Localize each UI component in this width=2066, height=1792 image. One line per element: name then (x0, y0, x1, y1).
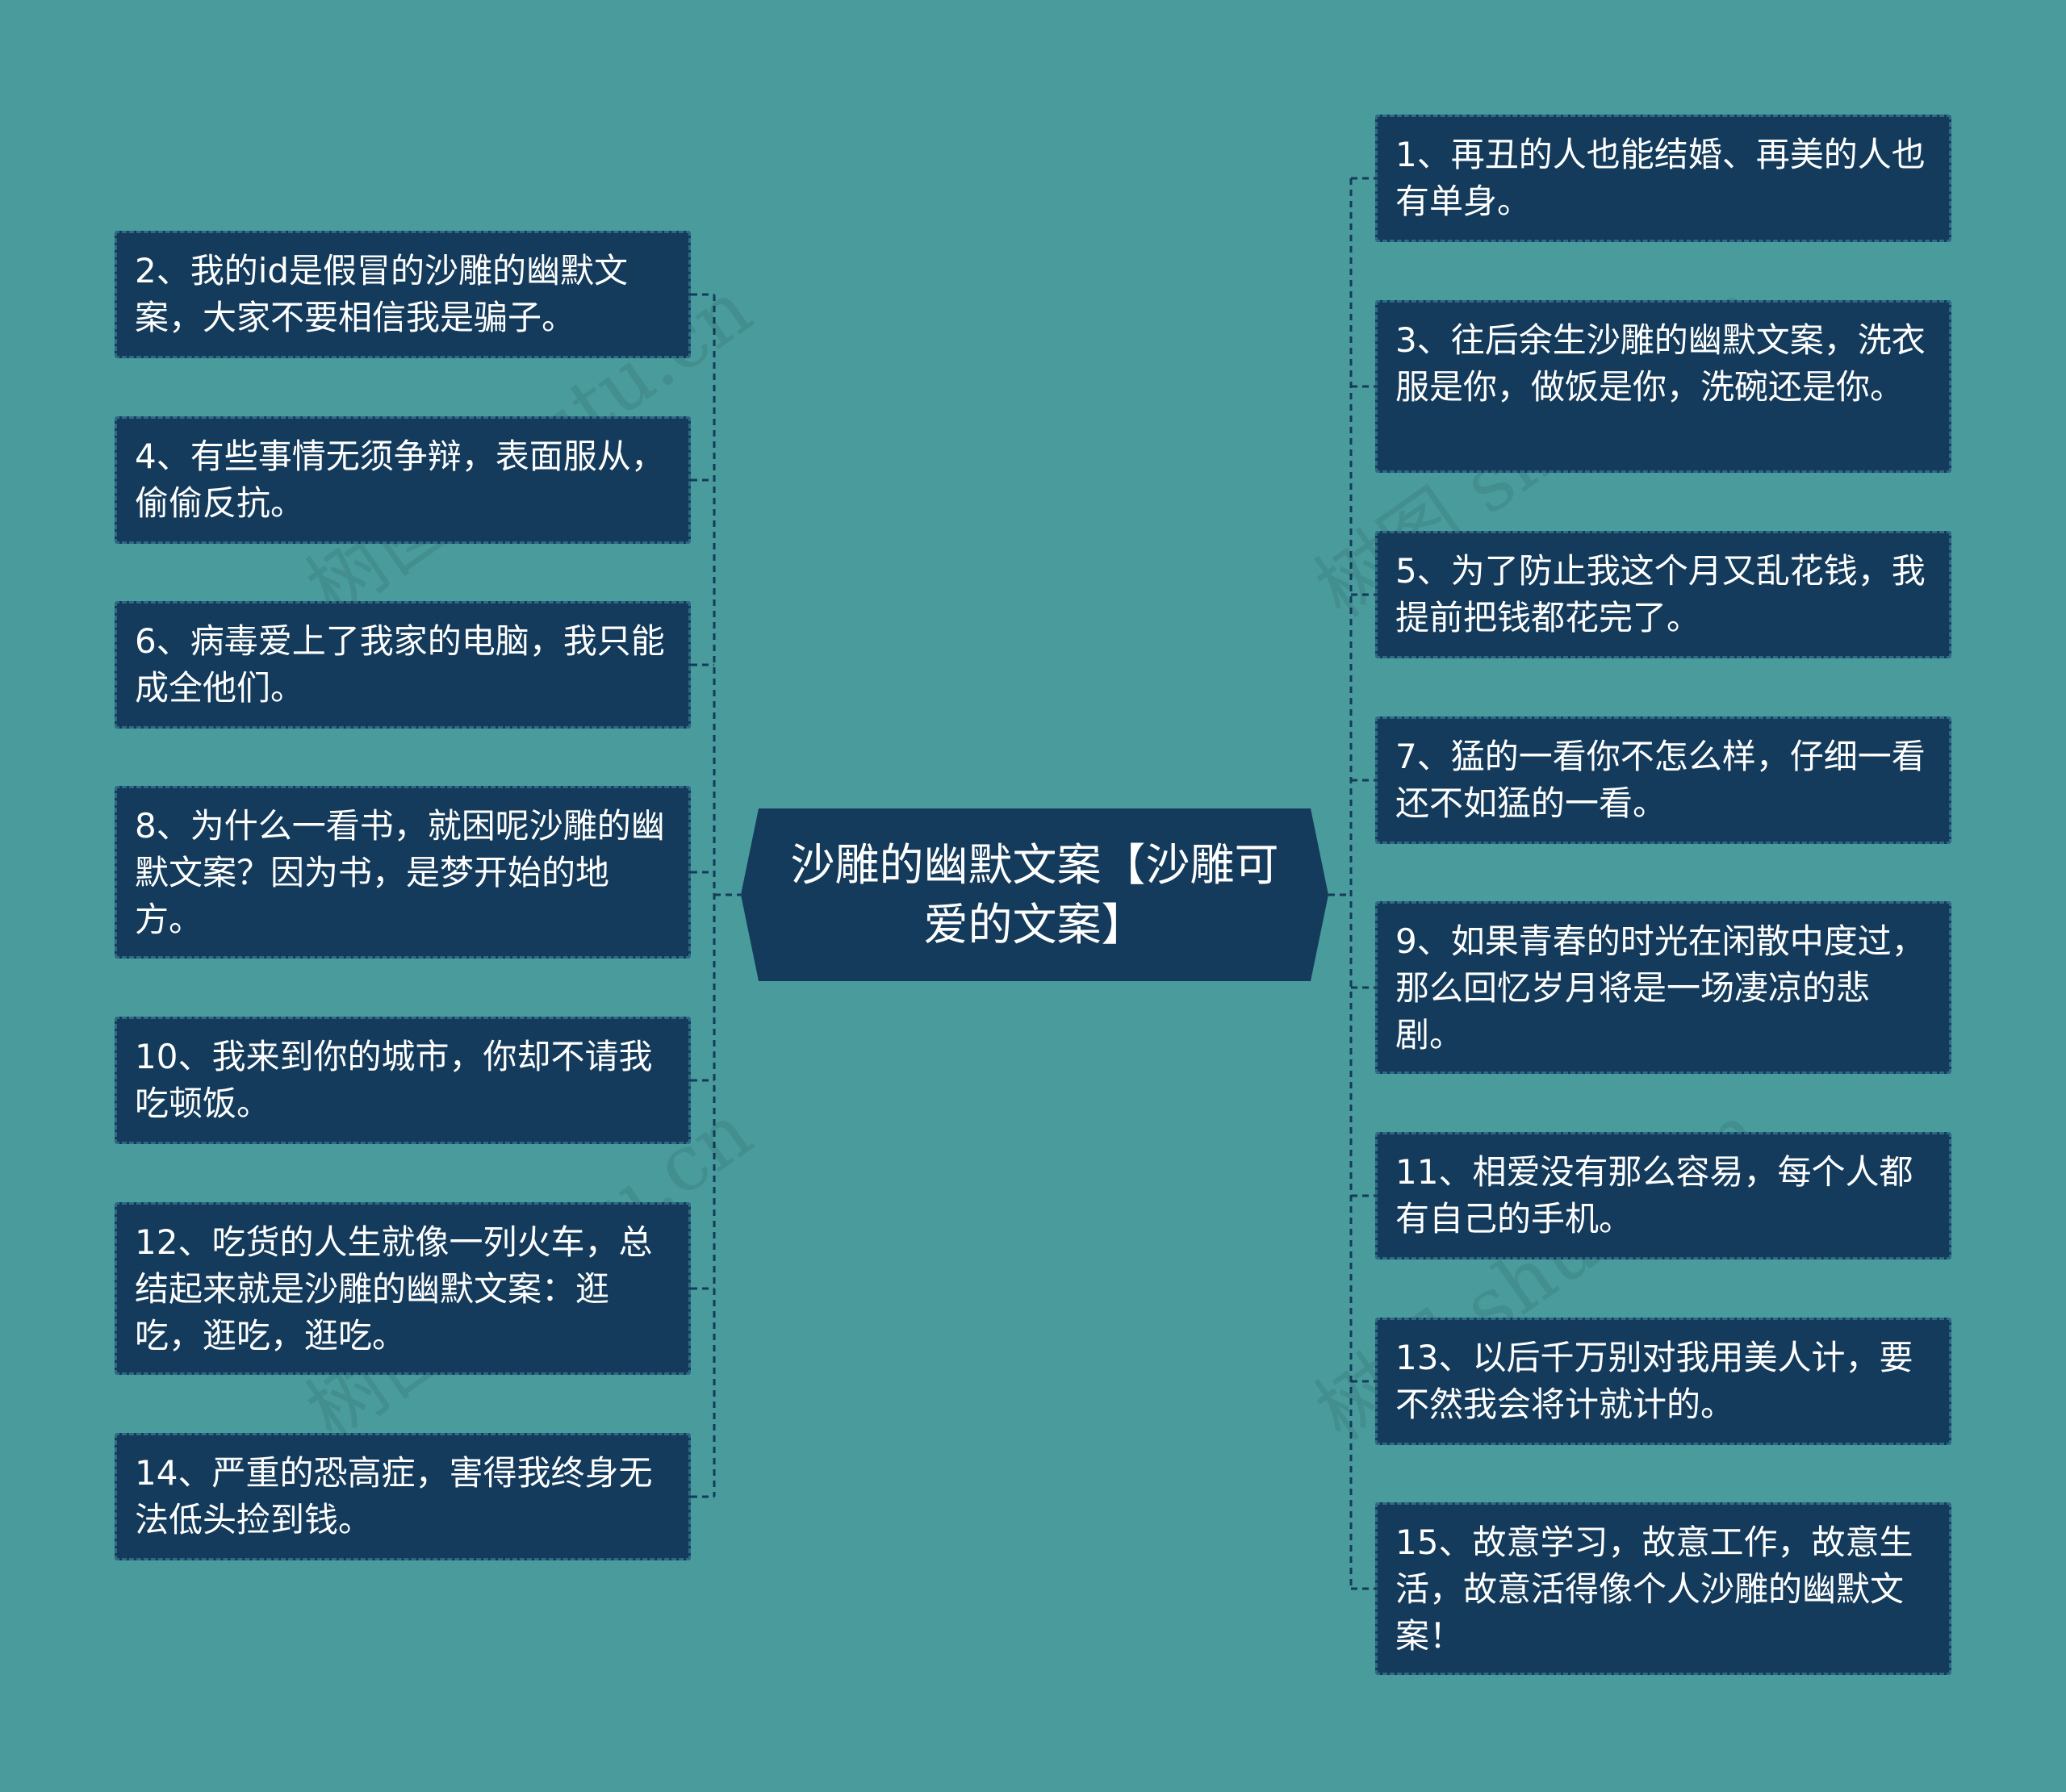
right-node-1[interactable]: 1、再丑的人也能结婚、再美的人也有单身。 (1375, 115, 1951, 242)
node-text: 8、为什么一看书，就困呢沙雕的幽默文案？因为书，是梦开始的地方。 (135, 806, 665, 939)
center-hexagon (741, 808, 1328, 981)
left-node-12[interactable]: 12、吃货的人生就像一列火车，总结起来就是沙雕的幽默文案：逛吃，逛吃，逛吃。 (115, 1202, 691, 1375)
node-text: 14、严重的恐高症，害得我终身无法低头捡到钱。 (135, 1453, 653, 1539)
node-text: 11、相爱没有那么容易，每个人都有自己的手机。 (1395, 1152, 1913, 1239)
right-node-3[interactable]: 3、往后余生沙雕的幽默文案，洗衣服是你，做饭是你，洗碗还是你。 (1375, 300, 1951, 473)
left-node-10[interactable]: 10、我来到你的城市，你却不请我吃顿饭。 (115, 1017, 691, 1144)
node-text: 9、如果青春的时光在闲散中度过，那么回忆岁月将是一场凄凉的悲剧。 (1395, 921, 1926, 1055)
node-text: 2、我的id是假冒的沙雕的幽默文案，大家不要相信我是骗子。 (135, 251, 629, 337)
center-hexagon-shape (741, 808, 1328, 981)
node-text: 1、再丑的人也能结婚、再美的人也有单身。 (1395, 135, 1926, 221)
left-node-14[interactable]: 14、严重的恐高症，害得我终身无法低头捡到钱。 (115, 1433, 691, 1560)
node-text: 4、有些事情无须争辩，表面服从，偷偷反抗。 (135, 437, 665, 523)
node-text: 6、病毒爱上了我家的电脑，我只能成全他们。 (135, 621, 665, 708)
center-topic[interactable]: 沙雕的幽默文案【沙雕可爱的文案】 (741, 808, 1328, 981)
right-node-13[interactable]: 13、以后千万别对我用美人计，要不然我会将计就计的。 (1375, 1318, 1951, 1445)
right-node-11[interactable]: 11、相爱没有那么容易，每个人都有自己的手机。 (1375, 1132, 1951, 1259)
left-node-6[interactable]: 6、病毒爱上了我家的电脑，我只能成全他们。 (115, 601, 691, 729)
center-title: 沙雕的幽默文案【沙雕可爱的文案】 (790, 839, 1279, 950)
node-text: 3、往后余生沙雕的幽默文案，洗衣服是你，做饭是你，洗碗还是你。 (1395, 320, 1926, 407)
node-text: 5、为了防止我这个月又乱花钱，我提前把钱都花完了。 (1395, 551, 1926, 637)
right-node-5[interactable]: 5、为了防止我这个月又乱花钱，我提前把钱都花完了。 (1375, 531, 1951, 658)
node-text: 7、猛的一看你不怎么样，仔细一看还不如猛的一看。 (1395, 737, 1926, 823)
left-node-2[interactable]: 2、我的id是假冒的沙雕的幽默文案，大家不要相信我是骗子。 (115, 231, 691, 358)
left-node-8[interactable]: 8、为什么一看书，就困呢沙雕的幽默文案？因为书，是梦开始的地方。 (115, 786, 691, 959)
left-node-4[interactable]: 4、有些事情无须争辩，表面服从，偷偷反抗。 (115, 416, 691, 544)
node-text: 13、以后千万别对我用美人计，要不然我会将计就计的。 (1395, 1338, 1913, 1424)
node-text: 12、吃货的人生就像一列火车，总结起来就是沙雕的幽默文案：逛吃，逛吃，逛吃。 (135, 1222, 653, 1355)
node-text: 15、故意学习，故意工作，故意生活，故意活得像个人沙雕的幽默文案！ (1395, 1523, 1913, 1656)
right-node-9[interactable]: 9、如果青春的时光在闲散中度过，那么回忆岁月将是一场凄凉的悲剧。 (1375, 901, 1951, 1074)
node-text: 10、我来到你的城市，你却不请我吃顿饭。 (135, 1037, 653, 1123)
right-node-15[interactable]: 15、故意学习，故意工作，故意生活，故意活得像个人沙雕的幽默文案！ (1375, 1502, 1951, 1675)
right-node-7[interactable]: 7、猛的一看你不怎么样，仔细一看还不如猛的一看。 (1375, 716, 1951, 844)
